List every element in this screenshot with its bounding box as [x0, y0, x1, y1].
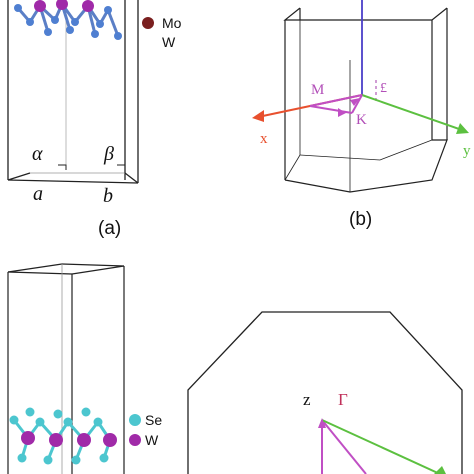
k-path	[309, 94, 363, 114]
atom-se	[63, 417, 73, 427]
atom-se	[71, 18, 79, 26]
atom-se	[91, 30, 99, 38]
gamma-point-label: Γ	[338, 390, 348, 409]
atom-se	[81, 407, 91, 417]
cell-c-top-back	[61, 263, 125, 267]
atom-se	[43, 455, 53, 465]
caption-b: (b)	[349, 209, 372, 230]
prism-hidden-bottom	[299, 139, 433, 161]
atom-se	[44, 28, 52, 36]
prism-top-edges	[283, 7, 448, 21]
legend-mo-dot	[142, 17, 154, 29]
atom-metal	[82, 0, 94, 12]
bz-path-diagonal	[321, 419, 367, 474]
point-gamma-label: £	[380, 81, 387, 96]
atom-w	[103, 433, 117, 447]
y-axis	[361, 94, 463, 131]
atom-w	[77, 433, 91, 447]
edge-a-label: a	[33, 183, 43, 205]
atom-metal	[34, 0, 46, 12]
legend-w-label: W	[162, 34, 176, 50]
k-path-arrow-2	[338, 108, 346, 117]
bz-path-arrow	[318, 418, 326, 428]
legend-se-label: Se	[145, 412, 162, 428]
bz-green-arrow	[434, 466, 446, 474]
atom-metal	[56, 0, 68, 10]
cell-c-top-right	[71, 265, 125, 275]
atomic-layer-c	[9, 407, 117, 465]
y-axis-arrowhead	[456, 123, 469, 134]
legend-mo-label: Mo	[162, 15, 182, 31]
atom-w	[49, 433, 63, 447]
point-k-label: K	[356, 112, 367, 128]
axis-z-label: z	[303, 390, 311, 409]
atom-se	[93, 417, 103, 427]
x-axis-label: x	[260, 131, 268, 147]
atom-se	[25, 407, 35, 417]
atom-se	[96, 20, 104, 28]
atom-se	[53, 409, 63, 419]
legend-w-dot	[129, 434, 141, 446]
atom-se	[17, 453, 27, 463]
point-m-label: M	[311, 82, 324, 98]
hexagon-bz	[187, 311, 463, 474]
prism-bottom-edges	[284, 139, 448, 193]
caption-a: (a)	[98, 218, 121, 239]
cell-c-top-front	[7, 271, 73, 275]
x-axis-arrowhead	[252, 110, 264, 122]
cell-edge-bottom-right	[124, 172, 139, 184]
angle-alpha-label: α	[32, 143, 43, 165]
atom-se	[114, 32, 122, 40]
atom-se	[9, 415, 19, 425]
atom-se	[71, 455, 81, 465]
atom-se	[51, 16, 59, 24]
atom-se	[14, 4, 22, 12]
cell-edge-bottom-front	[7, 179, 139, 184]
atom-w	[21, 431, 35, 445]
atom-se	[99, 453, 109, 463]
legend-w-label-c: W	[145, 432, 159, 448]
angle-beta-label: β	[103, 143, 114, 165]
panel-d	[187, 311, 463, 474]
k-path-arrow	[350, 98, 360, 106]
prism-hidden-edge-3	[284, 154, 301, 181]
panel-b	[283, 7, 448, 193]
right-angle-right	[117, 164, 126, 173]
y-axis-label: y	[463, 143, 471, 159]
atom-se	[66, 26, 74, 34]
cell-c-top-left	[7, 263, 63, 273]
cell-edge-bottom-left	[7, 172, 31, 181]
right-angle-left	[58, 164, 67, 170]
panel-a	[7, 0, 139, 184]
atom-se	[35, 417, 45, 427]
bz-green-line	[321, 419, 441, 474]
atom-se	[104, 6, 112, 14]
atom-se	[26, 18, 34, 26]
edge-b-label: b	[103, 185, 113, 207]
legend-se-dot	[129, 414, 141, 426]
atomic-layer-a	[14, 0, 122, 40]
